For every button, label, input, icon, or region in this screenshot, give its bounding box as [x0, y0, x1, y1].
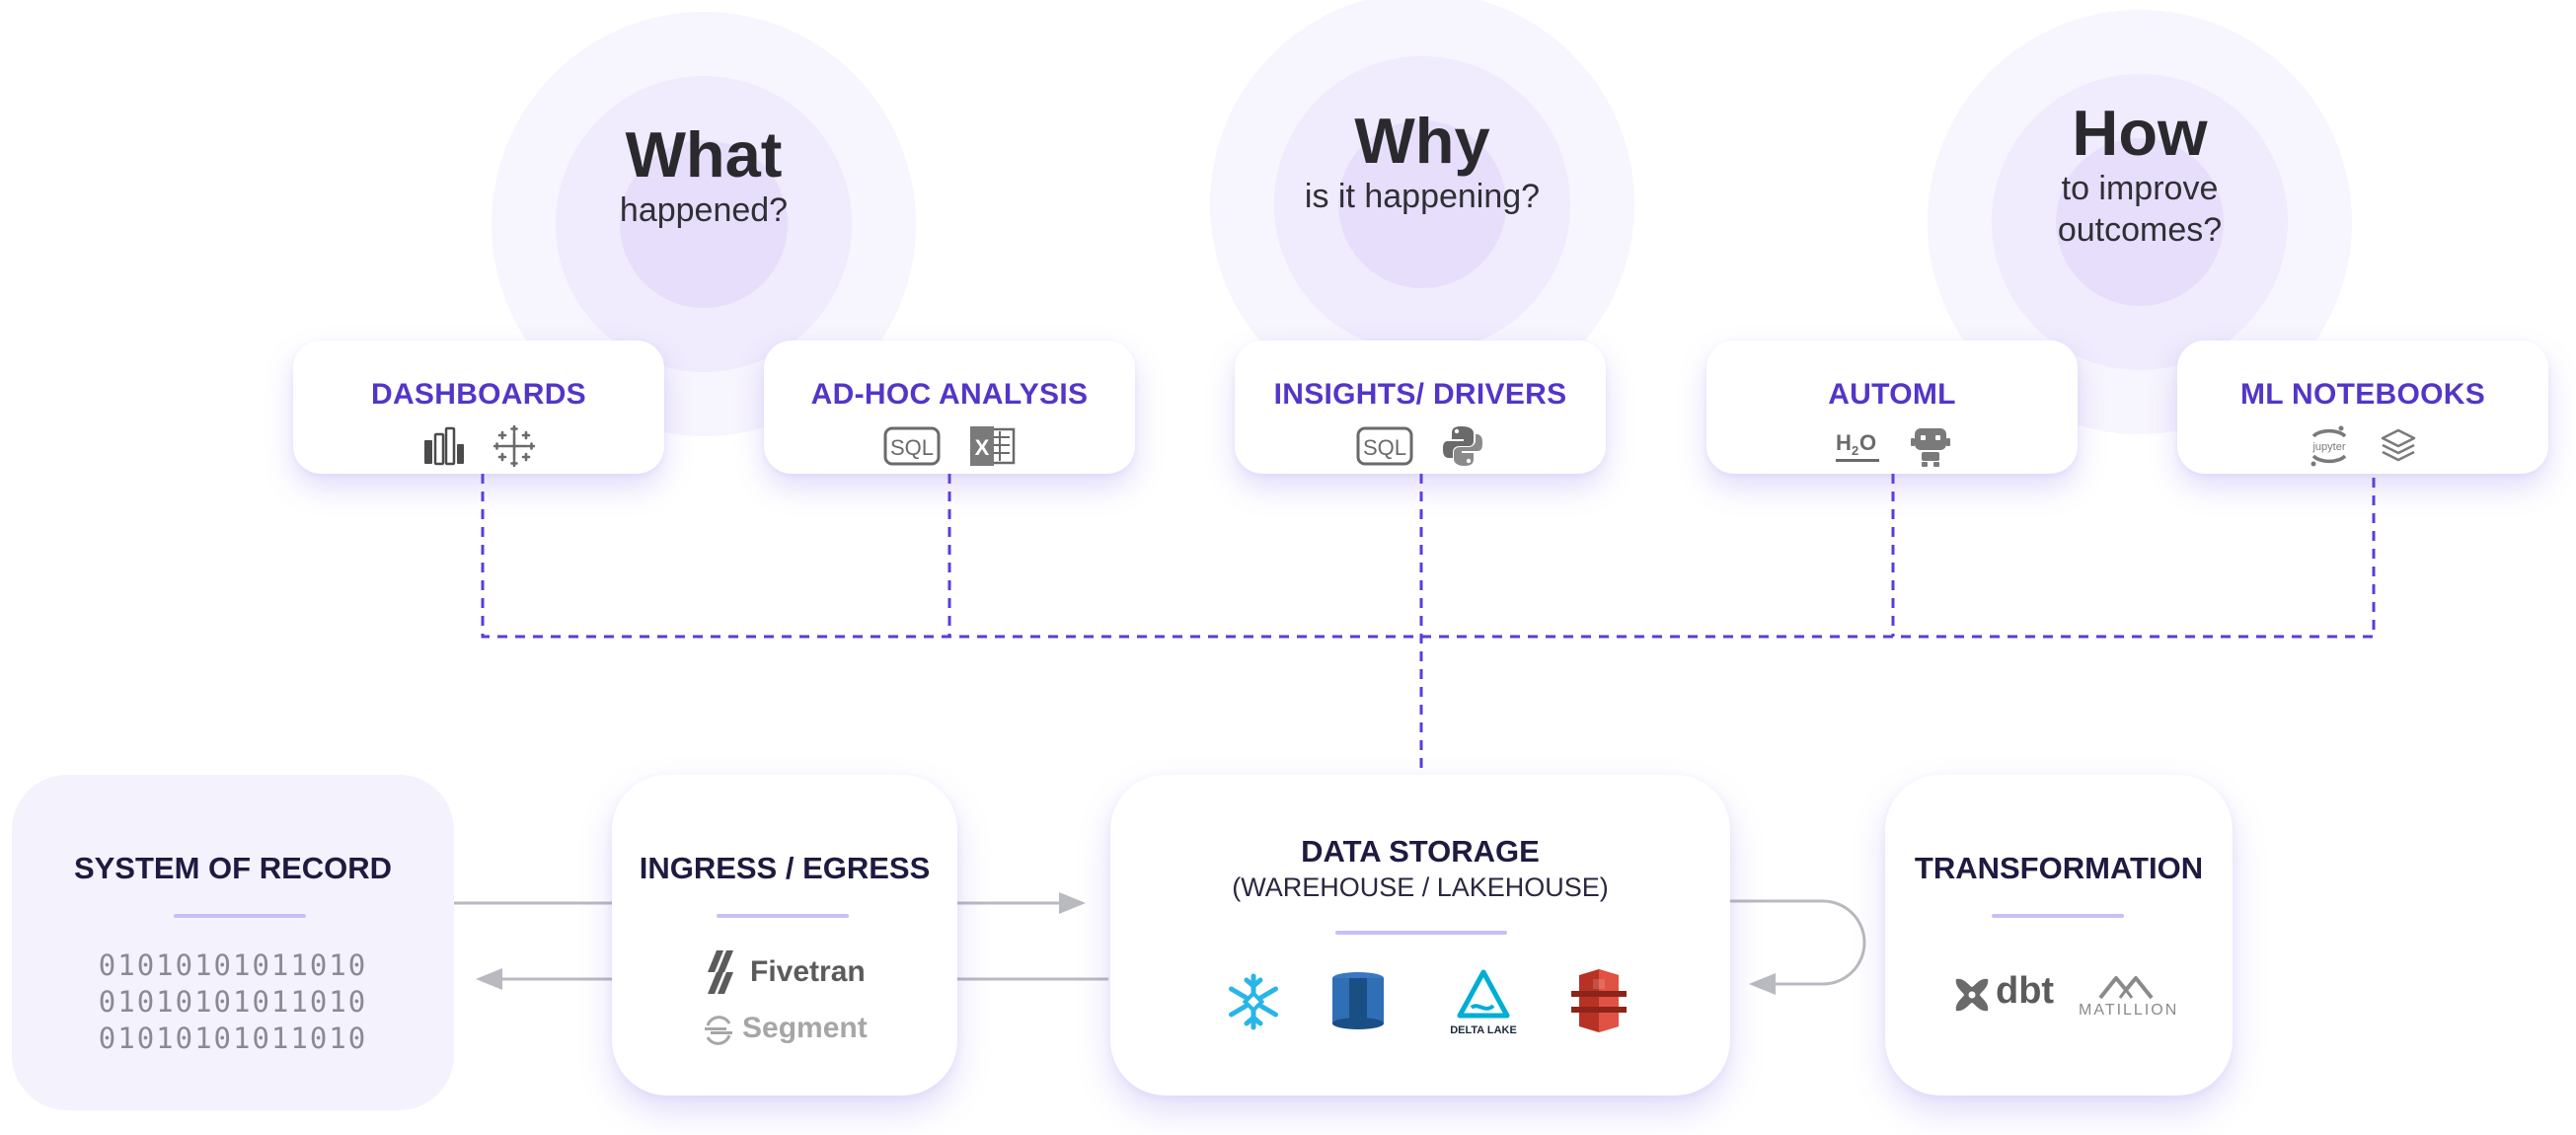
question-why-ring-inner — [1338, 120, 1506, 288]
dashboards-connector — [481, 474, 2376, 639]
question-why-text: Why is it happening? — [1175, 107, 1669, 217]
question-subtitle-line-2: outcomes? — [2057, 211, 2223, 249]
ingress-egress-divider — [717, 914, 849, 918]
dbt-icon — [1955, 978, 1989, 1012]
jupyter-icon: jupyter — [2311, 425, 2347, 467]
tool-label: DASHBOARDS — [370, 378, 586, 411]
binary-line: 01010101011010 — [98, 985, 368, 1019]
snowflake-icon — [1229, 973, 1278, 1030]
system-of-record-divider — [174, 914, 306, 918]
data-storage-title: DATA STORAGE — [1301, 834, 1540, 869]
question-subtitle: happened? — [619, 191, 789, 229]
transformation-loop-arrow — [1729, 899, 1866, 986]
delta-lake-icon-label: DELTA LAKE — [1450, 1024, 1517, 1036]
question-what-ring-inner — [620, 140, 788, 308]
ingress-egress-title: INGRESS / EGRESS — [639, 851, 931, 885]
transformation-box[interactable]: TRANSFORMATION dbt MATILLION — [1885, 775, 2233, 1096]
h2o-icon: H 2 O — [1836, 430, 1879, 462]
system-of-record-title: SYSTEM OF RECORD — [73, 851, 393, 885]
question-subtitle-line-1: to improve — [2061, 170, 2219, 207]
fivetran-icon — [708, 950, 733, 994]
tool-label: ML NOTEBOOKS — [2239, 378, 2486, 411]
question-title: Why — [1354, 105, 1490, 177]
segment-logo-text: Segment — [742, 1012, 868, 1044]
sql-icon: SQL — [883, 426, 941, 466]
sql-icon: SQL — [1356, 426, 1413, 466]
data-storage-box[interactable]: DATA STORAGE (WAREHOUSE / LAKEHOUSE) DEL… — [1110, 775, 1730, 1096]
tool-card-ml-notebooks[interactable]: ML NOTEBOOKS jupyter — [2177, 340, 2548, 474]
tool-icons: SQL X — [764, 424, 1135, 468]
ingress-egress-box[interactable]: INGRESS / EGRESS Fivetran Segment — [612, 775, 957, 1096]
tool-card-automl[interactable]: AUTOML H 2 O — [1706, 340, 2078, 474]
redshift-icon — [1332, 972, 1384, 1029]
dashed-connectors — [481, 474, 2376, 772]
question-title: What — [625, 118, 783, 190]
h2o-icon-letter-o: O — [1859, 430, 1876, 455]
tool-label: INSIGHTS/ DRIVERS — [1273, 378, 1567, 411]
matillion-icon — [2098, 976, 2154, 1000]
question-what-text: What happened? — [457, 120, 950, 231]
tool-card-dashboards[interactable]: DASHBOARDS — [293, 340, 664, 474]
tool-icons — [293, 424, 664, 468]
matillion-logo-text: MATILLION — [2079, 1002, 2179, 1019]
arrowhead-left — [476, 968, 502, 990]
layers-icon — [2381, 428, 2416, 462]
delta-lake-icon: DELTA LAKE — [1450, 969, 1517, 1036]
data-flow-arrows — [454, 892, 1866, 995]
power-bi-icon — [424, 426, 464, 466]
sql-icon-text: SQL — [890, 435, 934, 460]
python-icon — [1443, 426, 1482, 466]
dbt-logo-text: dbt — [1996, 970, 2055, 1012]
tool-icons: jupyter — [2177, 424, 2548, 468]
excel-icon: X — [970, 426, 1016, 466]
h2o-icon-subscript: 2 — [1852, 443, 1858, 458]
h2o-icon-letter-h: H — [1836, 430, 1852, 455]
s3-icon — [1571, 969, 1627, 1032]
sql-icon-text: SQL — [1363, 435, 1406, 460]
tool-label: AD-HOC ANALYSIS — [810, 378, 1089, 411]
data-storage-subtitle: (WAREHOUSE / LAKEHOUSE) — [1232, 872, 1609, 902]
question-title: How — [2072, 97, 2208, 169]
tool-icons: SQL — [1235, 424, 1606, 468]
system-of-record-box[interactable]: SYSTEM OF RECORD 01010101011010 01010101… — [12, 775, 454, 1110]
transformation-title: TRANSFORMATION — [1914, 851, 2204, 885]
robot-icon — [1911, 428, 1950, 467]
segment-icon — [705, 1016, 732, 1045]
tool-card-insights-drivers[interactable]: INSIGHTS/ DRIVERS SQL — [1235, 340, 1606, 474]
data-storage-divider — [1335, 931, 1507, 935]
binary-line: 01010101011010 — [98, 1022, 368, 1055]
tool-icons: H 2 O — [1706, 424, 2078, 468]
fivetran-logo-text: Fivetran — [750, 955, 866, 988]
transformation-divider — [1992, 914, 2124, 918]
tool-label: AUTOML — [1828, 378, 1956, 411]
question-subtitle: is it happening? — [1304, 178, 1541, 215]
arrowhead-right — [1059, 892, 1086, 914]
tableau-icon — [493, 425, 535, 467]
binary-line: 01010101011010 — [98, 948, 368, 982]
question-how-ring-inner — [2056, 138, 2224, 306]
arrowhead-loop — [1749, 973, 1776, 995]
excel-icon-text: X — [975, 435, 990, 460]
question-how-text: How to improve outcomes? — [1893, 99, 2387, 251]
jupyter-icon-text: jupyter — [2311, 441, 2345, 453]
tool-card-adhoc-analysis[interactable]: AD-HOC ANALYSIS SQL X — [764, 340, 1135, 474]
